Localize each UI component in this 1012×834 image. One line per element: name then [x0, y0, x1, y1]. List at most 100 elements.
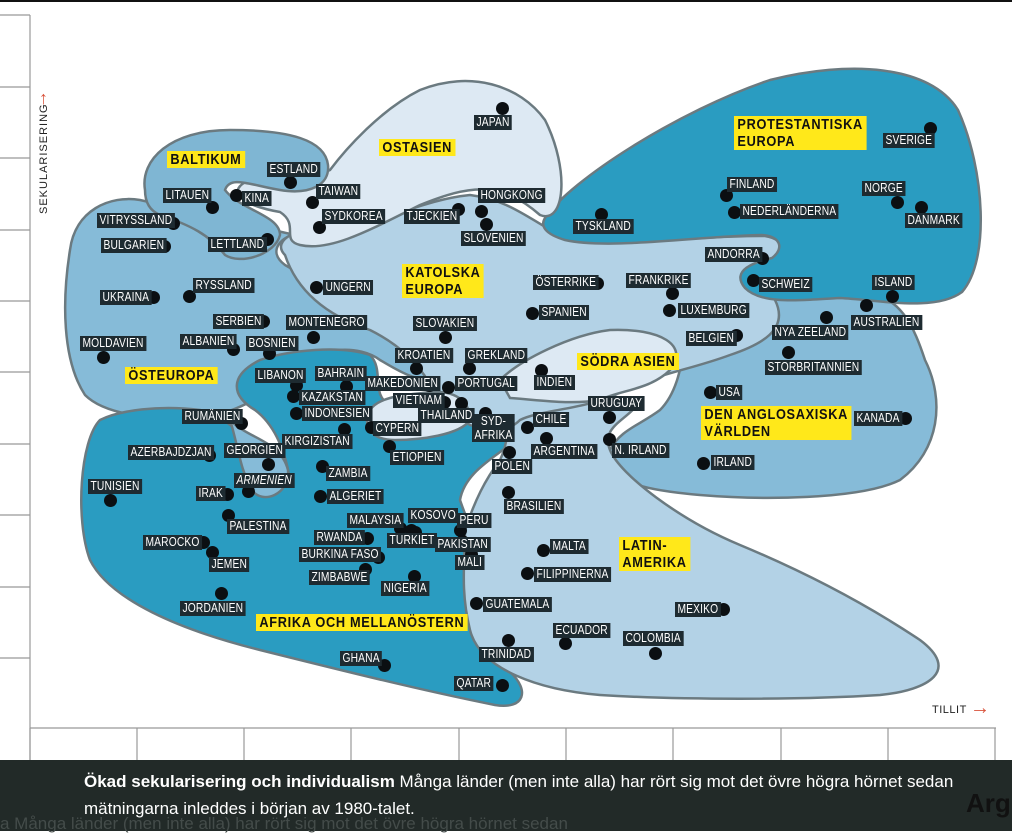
country-dot [438, 330, 452, 344]
country-dot [536, 543, 550, 557]
country-label: TRINIDAD [479, 647, 534, 662]
country-dot [409, 361, 423, 375]
caption-text: Ökad sekularisering och individualism Må… [84, 768, 984, 822]
country-label: NEDERLÄNDERNA [740, 204, 839, 219]
country-label: URUGUAY [588, 396, 645, 411]
country-dot [495, 678, 509, 692]
country-dot [214, 586, 228, 600]
country-label: SYDKOREA [322, 209, 386, 224]
country-dot [283, 175, 297, 189]
country-dot [781, 345, 795, 359]
country-label: VITRYSSLAND [97, 213, 175, 228]
top-border [0, 0, 1012, 2]
country-label: ISLAND [872, 275, 915, 290]
country-dot [501, 633, 515, 647]
country-label: FILIPPINERNA [534, 567, 611, 582]
country-label: RWANDA [314, 530, 365, 545]
country-label: TURKIET [387, 533, 437, 548]
region-label-afrika: AFRIKA OCH MELLANÖSTERN [256, 614, 468, 631]
country-dot [261, 457, 275, 471]
country-label: FRANKRIKE [626, 273, 692, 288]
grid [0, 14, 996, 760]
country-label: ANDORRA [705, 247, 763, 262]
country-label: LITAUEN [163, 188, 212, 203]
country-dot [648, 646, 662, 660]
country-dot [558, 636, 572, 650]
country-dot [469, 596, 483, 610]
country-dot [520, 566, 534, 580]
country-label: N. IRLAND [612, 443, 670, 458]
region-label-line: LATIN- [622, 537, 668, 554]
country-dot [474, 204, 488, 218]
caption-body: Många länder (men inte alla) har rört si… [84, 772, 954, 818]
arrow-right-icon: → [970, 697, 990, 719]
country-label: GHANA [340, 651, 383, 666]
country-dot [602, 432, 616, 446]
country-label: BURKINA FASO [299, 547, 382, 562]
country-label: TUNISIEN [88, 479, 143, 494]
country-label: PORTUGAL [455, 376, 518, 391]
country-dot [746, 273, 760, 287]
country-label: SPANIEN [539, 305, 590, 320]
country-label: UNGERN [323, 280, 374, 295]
country-label: PERU [457, 513, 492, 528]
country-dot [315, 459, 329, 473]
country-dot [602, 410, 616, 424]
country-label: CYPERN [373, 421, 422, 436]
y-axis-label: SEKULARISERING [38, 103, 50, 214]
country-dot [520, 420, 534, 434]
region-label-ostasien: OSTASIEN [379, 139, 456, 156]
country-dot [407, 569, 421, 583]
x-axis-label: TILLIT [932, 704, 967, 716]
country-label: ALGERIET [327, 489, 384, 504]
country-label: SLOVAKIEN [413, 316, 477, 331]
country-dot [205, 545, 219, 559]
country-dot [501, 485, 515, 499]
country-dot [305, 195, 319, 209]
country-label: FINLAND [727, 177, 777, 192]
region-label-baltikum: BALTIKUM [167, 151, 245, 168]
region-label-line: EUROPA [405, 281, 464, 298]
country-label: TYSKLAND [573, 219, 634, 234]
country-dot [205, 200, 219, 214]
country-label: ESTLAND [267, 162, 321, 177]
country-label: SLOVENIEN [461, 231, 527, 246]
country-dot [594, 207, 608, 221]
background-heading: Arg [966, 788, 1011, 818]
country-label: QATAR [454, 676, 494, 691]
country-label: MALTA [550, 539, 589, 554]
country-dot [309, 280, 323, 294]
country-dot [914, 200, 928, 214]
country-label: ARGENTINA [531, 444, 598, 459]
country-dot [662, 303, 676, 317]
country-label: BAHRAIN [315, 366, 367, 381]
country-dot [306, 330, 320, 344]
country-label: POLEN [492, 459, 533, 474]
region-label-line: AFRIKA OCH MELLANÖSTERN [259, 614, 465, 631]
country-label: BRASILIEN [504, 499, 564, 514]
country-label: LETTLAND [208, 237, 267, 252]
country-dot [923, 121, 937, 135]
country-label: JEMEN [209, 557, 250, 572]
region-label-line: SÖDRA ASIEN [580, 353, 676, 370]
region-label-sodra-asien: SÖDRA ASIEN [577, 353, 679, 370]
country-dot [339, 379, 353, 393]
country-label: TJECKIEN [404, 209, 460, 224]
country-label: USA [716, 385, 743, 400]
country-label: PALESTINA [227, 519, 290, 534]
country-label: RUMÄNIEN [182, 409, 243, 424]
country-dot [382, 439, 396, 453]
country-dot [182, 289, 196, 303]
country-dot [859, 298, 873, 312]
country-label: MAKEDONIEN [365, 376, 441, 391]
country-label: MOLDAVIEN [80, 336, 147, 351]
region-label-line: PROTESTANTISKA [737, 116, 863, 133]
region-label-osteuropa: ÖSTEUROPA [125, 367, 218, 384]
country-label: ALBANIEN [180, 334, 237, 349]
country-label: SVERIGE [883, 133, 935, 148]
country-label: JORDANIEN [180, 601, 246, 616]
country-label: STORBRITANNIEN [765, 360, 862, 375]
